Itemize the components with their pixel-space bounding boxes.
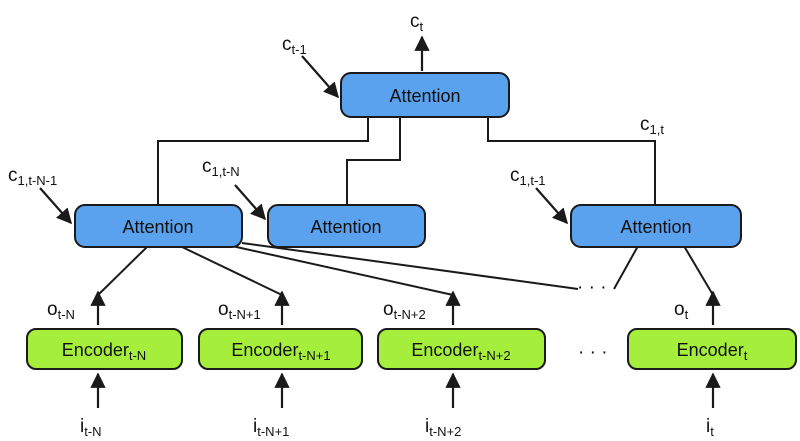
label-ct-1: ct-1 [282, 34, 307, 57]
label-o-1-sub: t-N [58, 307, 75, 322]
arrow-c1tN-in [234, 184, 267, 221]
attention-top-box [340, 72, 510, 118]
connector-top-to-attn-1 [157, 117, 369, 205]
label-i-2: it-N+1 [253, 416, 289, 439]
attention-top: Attention [340, 72, 510, 118]
encoder-1-label: Encodert-N [62, 340, 146, 363]
label-o-4-sub: t [685, 307, 689, 322]
label-i-4: it [706, 416, 714, 439]
encoder-3-sub: t-N+2 [478, 348, 510, 363]
label-c1t-main: c [640, 114, 650, 135]
encoder-2-sub: t-N+1 [298, 348, 330, 363]
connector-lines [97, 117, 714, 296]
attention-block-2: Attention [267, 204, 426, 248]
encoder-3-main: Encoder [411, 340, 478, 360]
arrows [39, 35, 721, 408]
label-c1t: c1,t [640, 114, 664, 137]
connector-attn1-enc2 [179, 245, 283, 296]
label-o-3-main: o [383, 299, 394, 320]
label-ct-main: c [410, 11, 420, 32]
attention-block-1: Attention [74, 204, 243, 248]
connector-attn3-dots [613, 245, 639, 290]
label-o-2-main: o [218, 299, 229, 320]
ellipsis-bottom: · · · [578, 342, 608, 363]
attention-block-2-label: Attention [310, 217, 381, 237]
label-i-4-main: i [706, 416, 710, 437]
label-i-1: it-N [80, 416, 102, 439]
label-c1tN-sub: 1,t-N [212, 164, 240, 179]
connector-attn3-enc4 [683, 245, 714, 296]
encoder-4-label: Encodert [677, 340, 748, 363]
attention-block-3-label: Attention [620, 217, 691, 237]
ellipsis-top: · · · [577, 277, 607, 298]
encoder-4-main: Encoder [677, 340, 744, 360]
label-i-2-main: i [253, 416, 257, 437]
attention-block-3: Attention [570, 204, 742, 248]
encoder-4-box [627, 328, 797, 370]
encoder-3: Encodert-N+2 [377, 328, 546, 370]
attention-block-3-box [570, 204, 742, 248]
arrow-ct1-in [301, 55, 340, 99]
connector-attn1-enc1 [97, 245, 149, 296]
label-i-3-main: i [425, 416, 429, 437]
attention-block-2-box [267, 204, 426, 248]
label-ct-1-main: c [282, 34, 292, 55]
encoder-2-box [198, 328, 363, 370]
encoder-2-main: Encoder [231, 340, 298, 360]
label-o-3: ot-N+2 [383, 299, 426, 322]
label-i-3: it-N+2 [425, 416, 461, 439]
connector-attn1-dots [241, 242, 579, 290]
label-i-1-main: i [80, 416, 84, 437]
connector-attn1-enc3 [231, 245, 454, 296]
attention-top-label: Attention [389, 86, 460, 106]
label-i-4-sub: t [710, 424, 714, 439]
label-o-1: ot-N [47, 299, 75, 322]
label-i-3-sub: t-N+2 [429, 424, 461, 439]
label-o-1-main: o [47, 299, 58, 320]
label-ct: ct [410, 11, 424, 34]
encoder-1-box [26, 328, 183, 370]
encoder-1: Encodert-N [26, 328, 183, 370]
label-o-4: ot [674, 299, 689, 322]
label-ct-sub: t [420, 19, 424, 34]
arrow-c1t1-in [535, 187, 569, 225]
label-c1t-sub: 1,t [650, 122, 665, 137]
label-o-3-sub: t-N+2 [394, 307, 426, 322]
encoder-1-sub: t-N [129, 348, 146, 363]
label-c1t1-sub: 1,t-1 [520, 173, 546, 188]
label-i-2-sub: t-N+1 [257, 424, 289, 439]
encoder-4-sub: t [744, 348, 748, 363]
connector-top-to-attn-2 [346, 117, 401, 205]
label-c1tN: c1,t-N [202, 156, 240, 179]
label-o-2: ot-N+1 [218, 299, 261, 322]
label-c1tN1: c1,t-N-1 [8, 165, 57, 188]
label-c1tN1-sub: 1,t-N-1 [18, 173, 58, 188]
label-c1tN1-main: c [8, 165, 18, 186]
encoder-2: Encodert-N+1 [198, 328, 363, 370]
arrow-c1tN1-in [39, 187, 73, 225]
encoder-3-box [377, 328, 546, 370]
label-o-4-main: o [674, 299, 685, 320]
connector-top-to-attn-3 [487, 117, 656, 205]
encoder-2-label: Encodert-N+1 [231, 340, 330, 363]
attention-block-1-label: Attention [122, 217, 193, 237]
label-ct-1-sub: t-1 [292, 42, 307, 57]
label-i-1-sub: t-N [84, 424, 101, 439]
label-o-2-sub: t-N+1 [229, 307, 261, 322]
encoder-1-main: Encoder [62, 340, 129, 360]
label-c1t1-main: c [510, 165, 520, 186]
encoder-4: Encodert [627, 328, 797, 370]
encoder-3-label: Encodert-N+2 [411, 340, 510, 363]
label-c1t1: c1,t-1 [510, 165, 546, 188]
attention-block-1-box [74, 204, 243, 248]
label-c1tN-main: c [202, 156, 212, 177]
